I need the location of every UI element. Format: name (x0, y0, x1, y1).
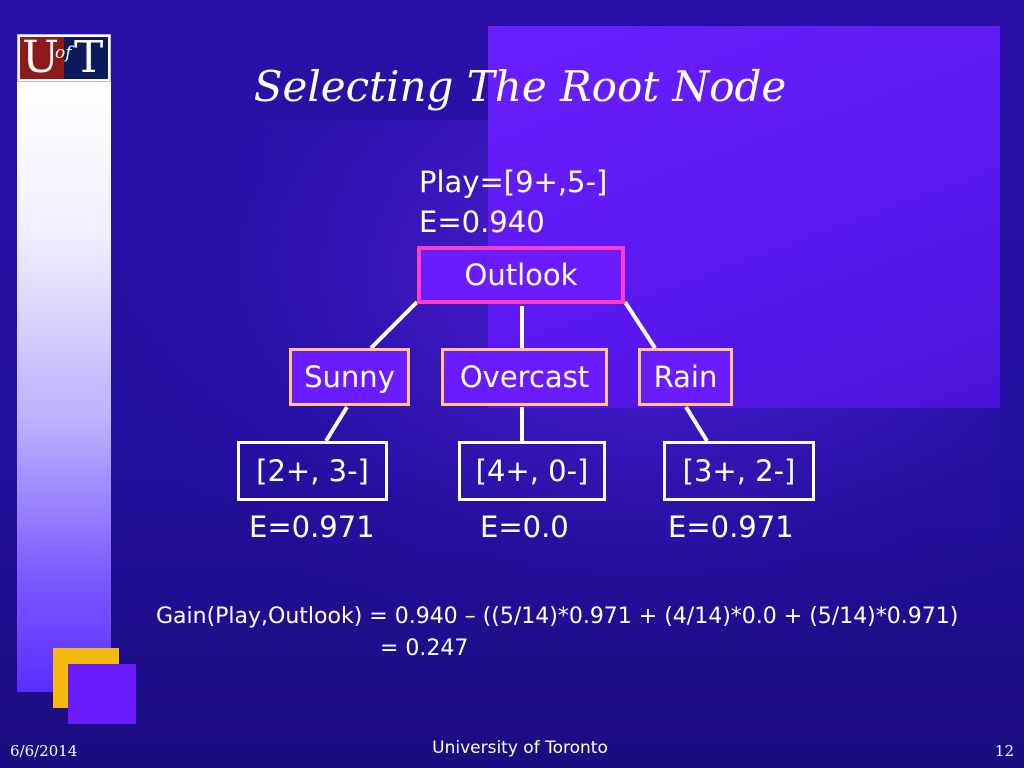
node-outlook: Outlook (417, 246, 625, 304)
footer-date: 6/6/2014 (10, 742, 78, 760)
leaf-sunny-entropy: E=0.971 (249, 510, 375, 544)
gain-result: = 0.247 (380, 636, 469, 661)
leaf-sunny-counts: [2+, 3-] (237, 441, 388, 501)
background-block (488, 26, 1000, 408)
logo-red-panel (20, 37, 64, 79)
leaf-overcast-entropy: E=0.0 (480, 510, 569, 544)
node-overcast: Overcast (441, 348, 608, 406)
footer-institution: University of Toronto (432, 738, 608, 758)
leaf-overcast-counts: [4+, 0-] (458, 441, 606, 501)
logo-navy-panel (64, 37, 108, 79)
left-gradient-bar (17, 80, 111, 692)
leaf-rain-entropy: E=0.971 (668, 510, 794, 544)
edge-root-rain (623, 300, 657, 350)
edge-root-sunny (369, 300, 419, 350)
root-class-counts: Play=[9+,5-] (419, 165, 608, 199)
gain-formula: Gain(Play,Outlook) = 0.940 – ((5/14)*0.9… (156, 604, 959, 629)
node-sunny: Sunny (289, 348, 410, 406)
root-entropy: E=0.940 (419, 205, 545, 239)
leaf-rain-counts: [3+, 2-] (663, 441, 815, 501)
node-rain: Rain (638, 348, 733, 406)
uoft-logo: U of T (17, 34, 111, 82)
slide-title: Selecting The Root Node (253, 62, 787, 111)
decor-purple-square (68, 664, 136, 724)
logo-letter-t: T (74, 32, 104, 83)
logo-letters-of: of (55, 43, 72, 63)
edge-sunny-leaf (324, 405, 349, 443)
footer-page-number: 12 (994, 742, 1014, 760)
logo-letter-u: U (22, 32, 60, 83)
edge-rain-leaf (684, 405, 709, 443)
